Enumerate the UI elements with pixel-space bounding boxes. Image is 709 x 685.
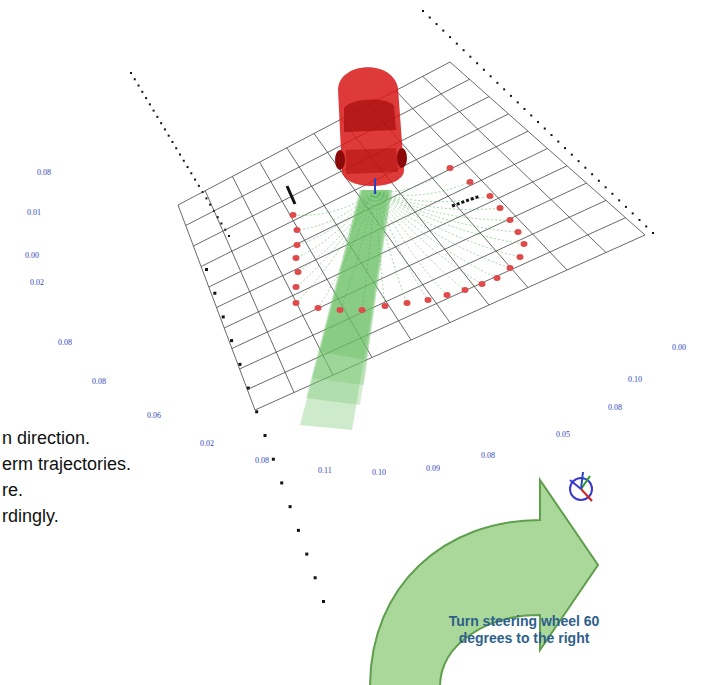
tick-label: 0.09 [426,464,440,473]
arrow-shape [365,465,609,685]
ground-grid [178,62,645,410]
tick-label: 0.08 [255,456,269,465]
candidate-trajectories [293,168,524,310]
tick-label: 0.08 [37,168,51,177]
arrow-outline [370,480,598,685]
tick-label: 0.05 [556,430,570,439]
turn-arrow: Turn steering wheel 60 degrees to the ri… [365,465,609,685]
tick-label: 0.08 [608,403,622,412]
car [335,67,407,194]
trajectory-band [300,190,392,430]
tick-label: 0.08 [58,338,72,347]
tick-label: 0.02 [30,278,44,287]
tick-label: 0.11 [318,466,332,475]
tick-label: 0.00 [672,343,686,352]
cut-off-note: erm trajectories. [2,454,131,475]
axis-icon [570,472,592,501]
tick-label: 0.01 [27,208,41,217]
trajectory-endpoints [290,165,528,313]
tick-label: 0.10 [372,468,386,477]
obstacle-marks [287,186,480,206]
tick-label: 0.10 [628,375,642,384]
cut-off-note: rdingly. [2,506,59,527]
tick-label: 0.02 [200,439,214,448]
instruction-text: Turn steering wheel 60 degrees to the ri… [443,613,605,647]
tick-label: 0.06 [147,411,161,420]
cut-off-note: n direction. [2,428,90,449]
tick-label: 0.08 [92,377,106,386]
tick-label: 0.00 [25,251,39,260]
cut-off-note: re. [2,480,23,501]
axis-dots [130,10,654,603]
tick-label: 0.08 [481,451,495,460]
